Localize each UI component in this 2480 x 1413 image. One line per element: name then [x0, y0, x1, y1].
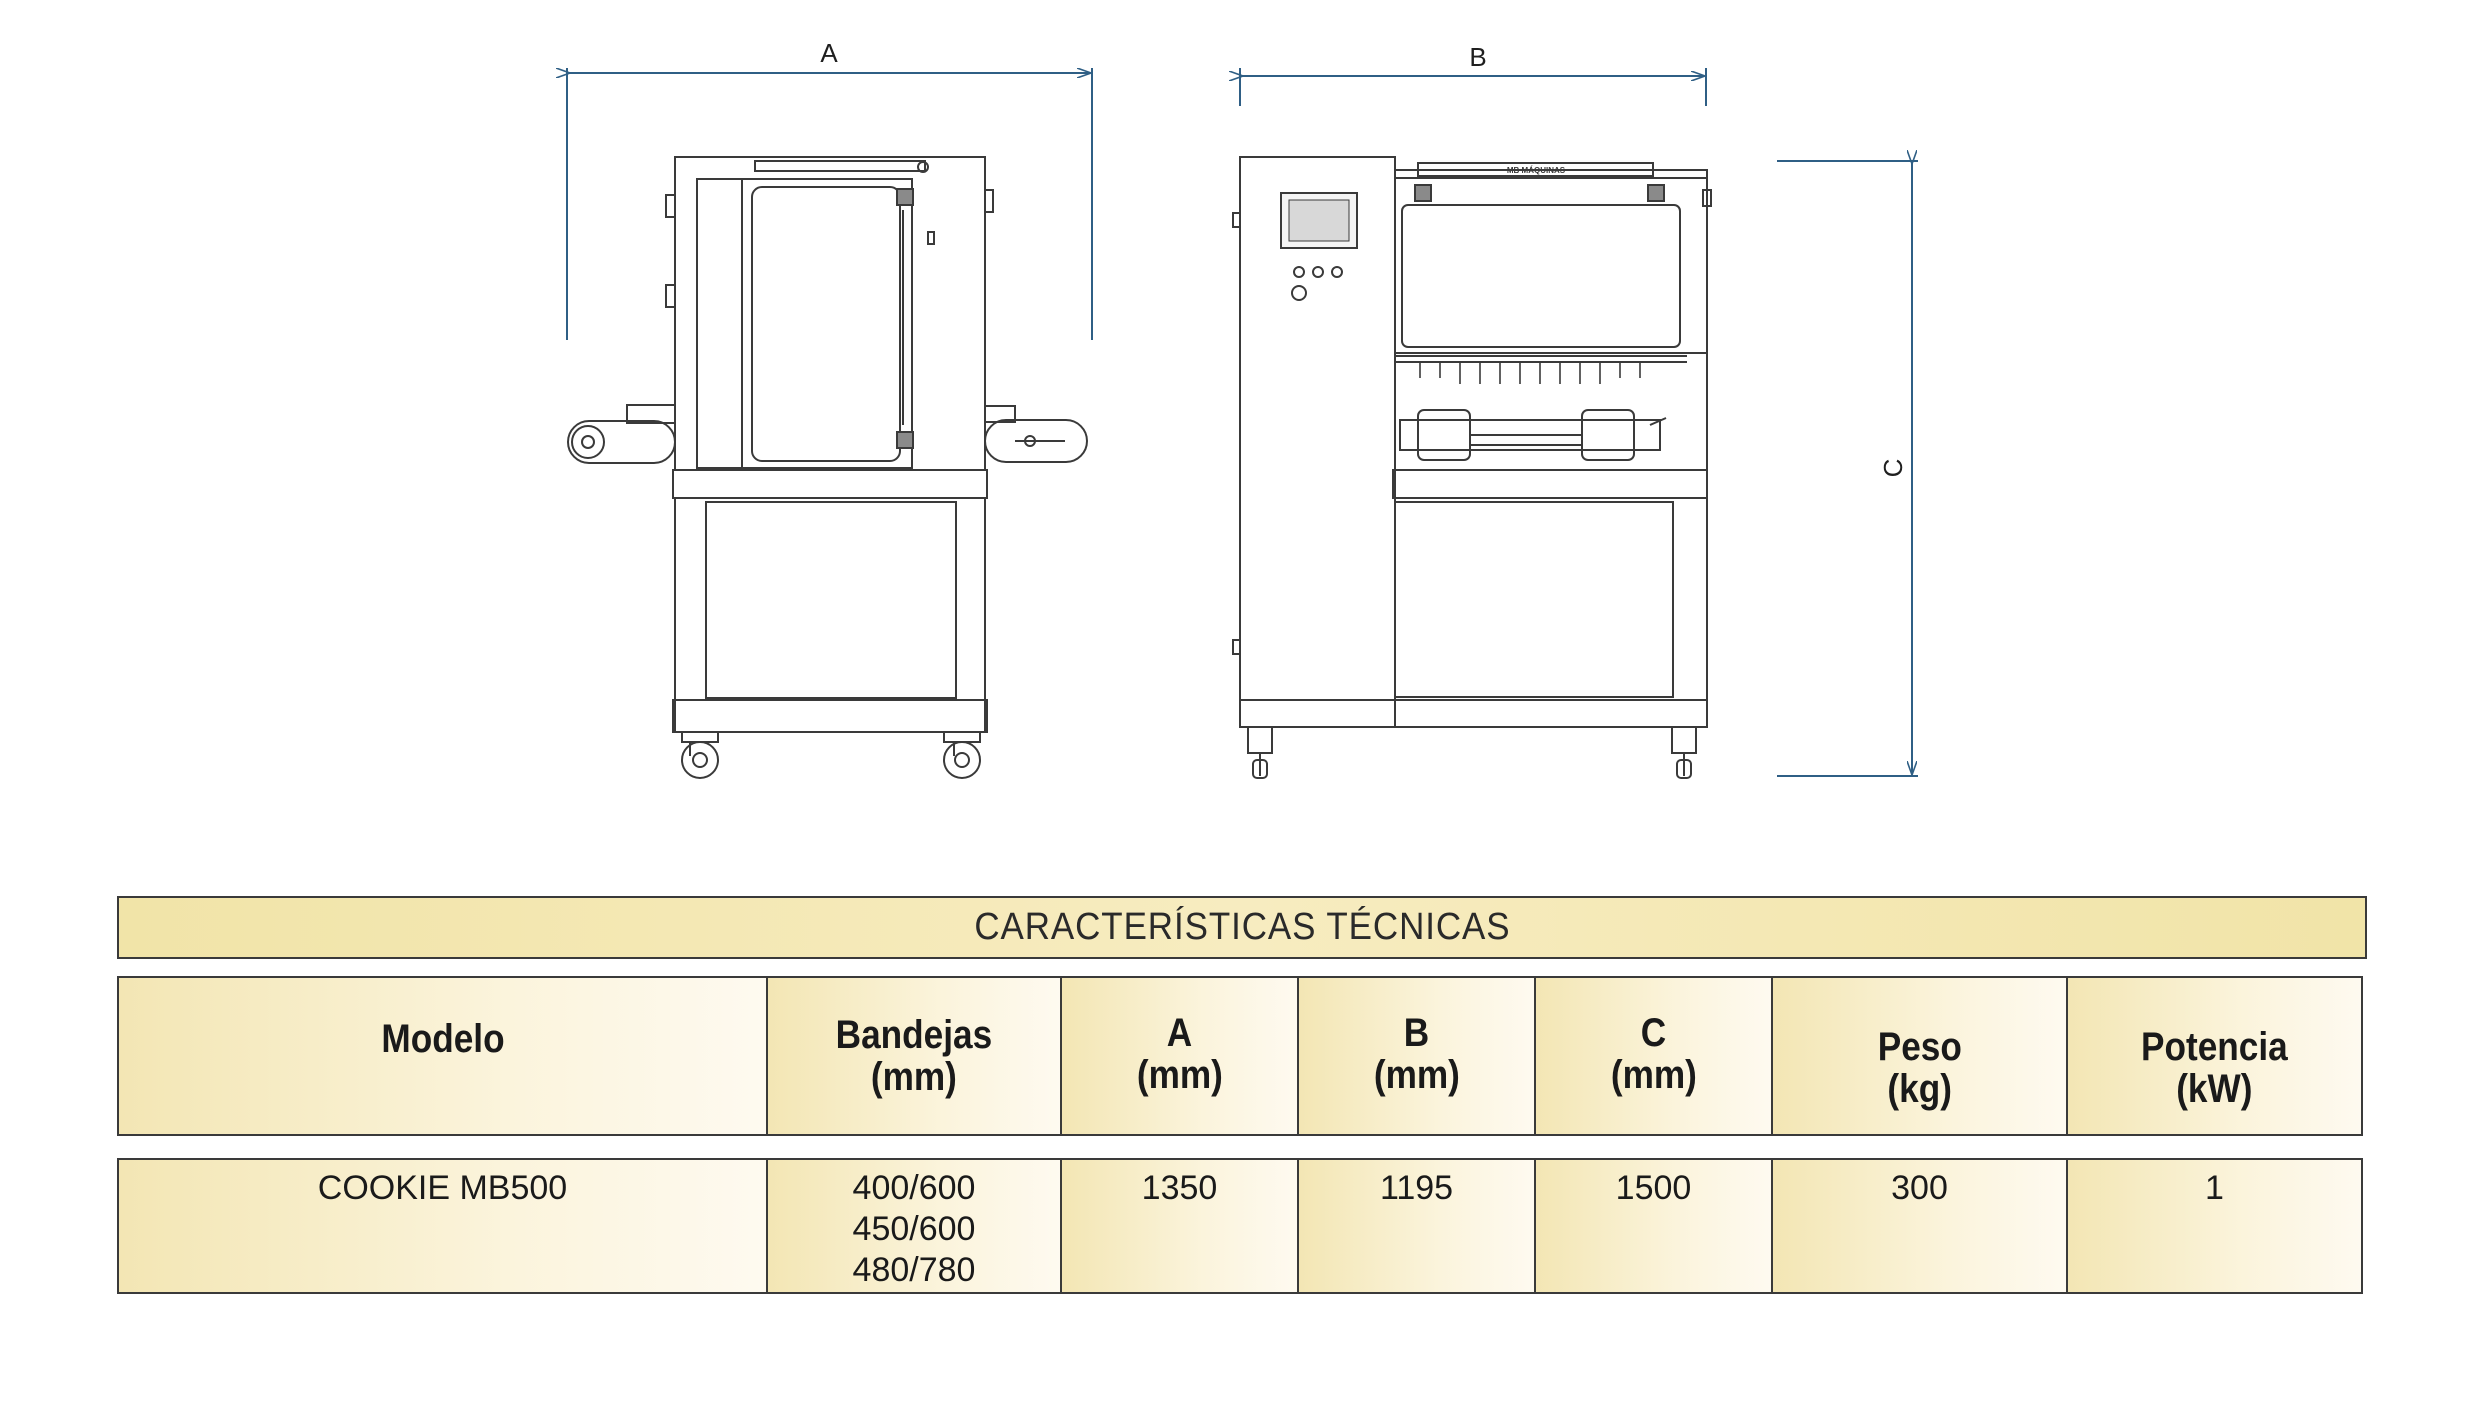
dimension-a-label: A	[820, 38, 838, 68]
cell-modelo-text: COOKIE MB500	[317, 1169, 568, 1207]
cell-peso-text: 300	[1891, 1169, 1948, 1207]
header-a: A (mm)	[1060, 976, 1299, 1136]
cell-c-text: 1500	[1615, 1169, 1692, 1207]
cell-bandejas-size-3: 480/780	[852, 1251, 976, 1289]
header-potencia-text: Potencia	[2141, 1025, 2288, 1069]
cell-a-text: 1350	[1141, 1169, 1218, 1207]
header-potencia: Potencia (kW)	[2066, 976, 2363, 1136]
header-peso: Peso (kg)	[1771, 976, 2068, 1136]
header-a-unit: (mm)	[1136, 1053, 1223, 1097]
header-peso-text: Peso	[1877, 1025, 1962, 1069]
dimension-c: C	[1777, 161, 1918, 777]
dimension-c-label: C	[1878, 459, 1908, 478]
main-switch-icon	[1291, 285, 1307, 301]
front-view	[567, 156, 1088, 779]
header-bandejas-unit: (mm)	[870, 1055, 958, 1099]
header-bandejas: Bandejas (mm)	[766, 976, 1062, 1136]
cell-b: 1195	[1297, 1158, 1536, 1294]
brand-plate: MB MÁQUINAS	[1507, 166, 1566, 175]
cell-potencia: 1	[2066, 1158, 2363, 1294]
header-bandejas-text: Bandejas	[835, 1013, 993, 1057]
machine-technical-drawing: A B C	[0, 38, 1918, 779]
cell-a: 1350	[1060, 1158, 1299, 1294]
header-c-unit: (mm)	[1610, 1053, 1697, 1097]
header-a-text: A	[1166, 1011, 1193, 1055]
header-potencia-unit: (kW)	[2176, 1067, 2253, 1111]
cell-potencia-text: 1	[2205, 1169, 2224, 1207]
cell-bandejas: 400/600 450/600 480/780	[766, 1158, 1062, 1294]
specs-caption: CARACTERÍSTICAS TÉCNICAS	[117, 896, 2367, 959]
cell-peso: 300	[1771, 1158, 2068, 1294]
specs-data-row: COOKIE MB500 400/600 450/600 480/780 135…	[117, 1158, 2367, 1294]
header-b-unit: (mm)	[1373, 1053, 1460, 1097]
cell-bandejas-size-1: 400/600	[852, 1169, 976, 1207]
cell-b-text: 1195	[1379, 1169, 1454, 1207]
specs-caption-text: CARACTERÍSTICAS TÉCNICAS	[973, 906, 1511, 948]
cell-modelo: COOKIE MB500	[117, 1158, 768, 1294]
header-peso-unit: (kg)	[1887, 1067, 1952, 1111]
dimension-b: B	[1240, 42, 1707, 106]
header-b-text: B	[1403, 1011, 1430, 1055]
header-modelo-text: Modelo	[380, 1017, 505, 1061]
header-b: B (mm)	[1297, 976, 1536, 1136]
side-view: MB MÁQUINAS	[1232, 156, 1712, 779]
header-modelo: Modelo	[117, 976, 768, 1136]
cell-bandejas-size-2: 450/600	[852, 1210, 976, 1248]
cell-c: 1500	[1534, 1158, 1773, 1294]
dimension-b-label: B	[1469, 42, 1486, 72]
header-c-text: C	[1640, 1011, 1667, 1055]
header-c: C (mm)	[1534, 976, 1773, 1136]
specs-header-row: Modelo Bandejas (mm) A (mm) B (mm) C (mm…	[117, 976, 2367, 1136]
dimension-a: A	[567, 38, 1093, 340]
